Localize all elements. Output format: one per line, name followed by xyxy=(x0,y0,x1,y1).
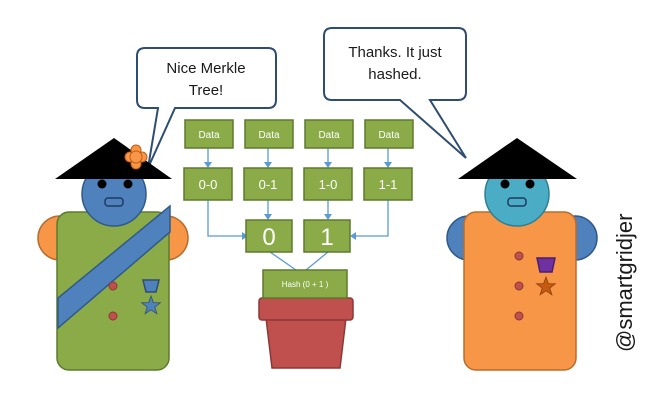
right-speech-bubble: Thanks. It just hashed. xyxy=(323,27,467,159)
right-medal-ribbon xyxy=(536,257,556,273)
right-eye-left xyxy=(500,179,510,189)
left-character xyxy=(37,138,189,371)
left-speech-bubble: Nice Merkle Tree! xyxy=(136,47,277,169)
right-button-1 xyxy=(514,251,524,261)
left-bubble-line-2: Tree! xyxy=(189,82,223,99)
left-button-2 xyxy=(108,311,118,321)
right-mouth xyxy=(507,197,527,207)
leaf-hash-box-2 xyxy=(243,167,293,201)
left-medal-ribbon xyxy=(142,279,160,293)
right-body xyxy=(463,211,577,371)
hat-icon xyxy=(55,138,172,179)
right-eye-right xyxy=(525,179,535,189)
data-box-4 xyxy=(364,119,414,149)
level-hash-row: 0 1 xyxy=(245,219,351,253)
right-button-3 xyxy=(514,311,524,321)
data-row: Data Data Data Data xyxy=(184,119,414,149)
star-medal-icon xyxy=(535,275,557,296)
pot-rim xyxy=(258,297,354,321)
hat-icon xyxy=(458,138,577,179)
right-button-2 xyxy=(514,281,524,291)
leaf-hash-1-label: 0-0 xyxy=(199,177,218,192)
leaf-hash-3-label: 1-0 xyxy=(319,177,338,192)
level-hash-0-label: 0 xyxy=(262,224,275,251)
left-sash xyxy=(57,204,171,330)
left-bubble-line-1: Nice Merkle xyxy=(166,60,245,77)
left-bubble-shape xyxy=(136,47,277,169)
pot-body xyxy=(265,317,347,369)
flower-badge-icon xyxy=(124,144,148,170)
leaf-hash-4-label: 1-1 xyxy=(379,177,398,192)
left-eye-right xyxy=(123,179,133,189)
leaf-hash-box-3 xyxy=(303,167,353,201)
flower-pot xyxy=(258,297,354,369)
left-mouth xyxy=(104,197,124,207)
data-box-3-label: Data xyxy=(318,130,340,141)
right-bubble-line-2: hashed. xyxy=(368,66,421,83)
left-button-1 xyxy=(108,281,118,291)
data-box-3 xyxy=(304,119,354,149)
leaf-hash-row: 0-0 0-1 1-0 1-1 xyxy=(183,167,413,201)
data-box-1-label: Data xyxy=(198,130,220,141)
leaf-hash-box-1 xyxy=(183,167,233,201)
data-box-1 xyxy=(184,119,234,149)
right-bubble-line-1: Thanks. It just xyxy=(348,44,442,61)
level-hash-box-0 xyxy=(245,219,293,253)
level-hash-box-1 xyxy=(303,219,351,253)
star-medal-icon xyxy=(140,294,162,315)
left-eye-left xyxy=(97,179,107,189)
data-box-2-label: Data xyxy=(258,130,280,141)
author-handle: @smartgridjer xyxy=(612,214,637,352)
root-hash-box xyxy=(262,269,348,299)
root-hash-label: Hash (0 + 1 ) xyxy=(282,280,329,289)
right-character xyxy=(446,138,598,371)
tree-arrowheads xyxy=(204,162,392,240)
data-box-4-label: Data xyxy=(378,130,400,141)
leaf-hash-2-label: 0-1 xyxy=(259,177,278,192)
right-bubble-shape xyxy=(323,27,467,159)
data-box-2 xyxy=(244,119,294,149)
tree-connectors xyxy=(207,148,389,271)
level-hash-1-label: 1 xyxy=(320,224,333,251)
leaf-hash-box-4 xyxy=(363,167,413,201)
